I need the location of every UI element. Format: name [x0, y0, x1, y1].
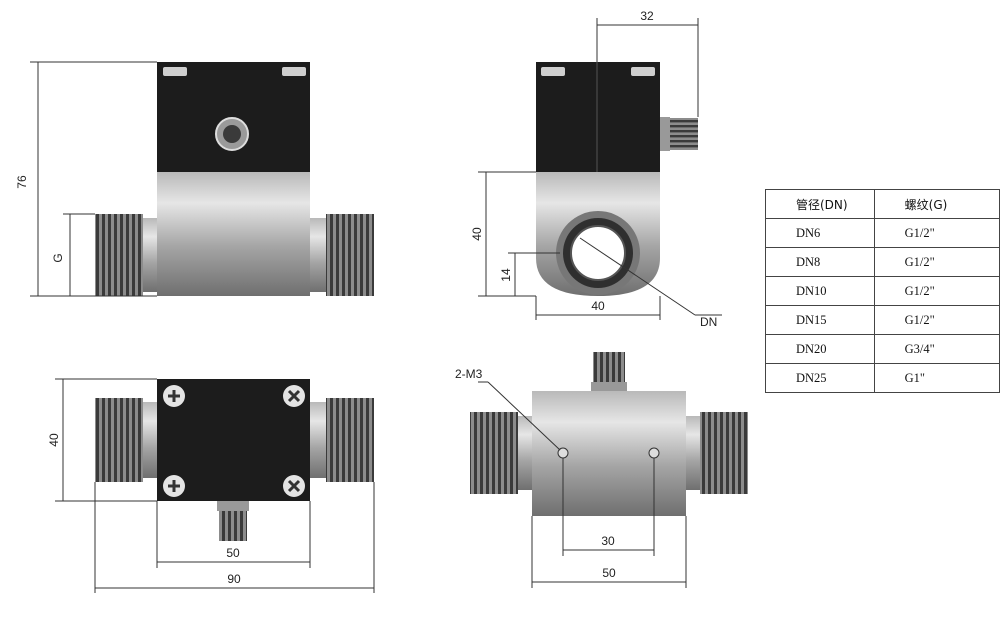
spec-cell-thread: G1/2" [873, 276, 1000, 306]
table-row: DN25 G1" [765, 363, 1000, 393]
side-screw-head-left [541, 67, 565, 76]
bottom-connector-thread [593, 352, 625, 382]
side-screw-head-right [631, 67, 655, 76]
phillips-screw-icon [163, 475, 185, 497]
phillips-screw-icon [283, 385, 305, 407]
bottom-hole-spacing-label: 30 [601, 534, 615, 548]
top-dimensions [55, 378, 375, 593]
spec-cell-thread: G1/2" [873, 218, 1000, 248]
table-row: DN15 G1/2" [765, 305, 1000, 335]
front-height-label: 76 [15, 175, 29, 189]
front-view [95, 62, 374, 296]
side-connector-base [660, 117, 670, 151]
side-housing [536, 62, 660, 172]
table-row: DN6 G1/2" [765, 218, 1000, 248]
spec-cell-dn: DN15 [765, 305, 875, 335]
side-center-label: 14 [499, 268, 513, 282]
connector-pins-icon [223, 125, 241, 143]
bottom-holes-label: 2-M3 [455, 367, 483, 381]
bottom-connector-base [591, 382, 627, 391]
bottom-right-thread [700, 412, 748, 494]
bottom-body [532, 391, 686, 516]
front-right-thread [326, 214, 374, 296]
front-screw-head-left [163, 67, 187, 76]
spec-cell-dn: DN6 [765, 218, 875, 248]
spec-header-diameter: 管径(DN) [765, 189, 875, 219]
spec-cell-thread: G1/2" [873, 247, 1000, 277]
top-left-neck [143, 402, 159, 478]
bottom-body-label: 50 [602, 566, 616, 580]
spec-cell-thread: G3/4" [873, 334, 1000, 364]
spec-cell-thread: G1" [873, 363, 1000, 393]
table-row: DN10 G1/2" [765, 276, 1000, 306]
side-view [536, 62, 698, 296]
top-body-label: 50 [226, 546, 240, 560]
bottom-left-thread [470, 412, 518, 494]
top-connector-thread [219, 511, 247, 541]
spec-table-header-row: 管径(DN) 螺纹(G) [765, 189, 1000, 219]
top-view [95, 379, 374, 541]
side-height-label: 40 [470, 227, 484, 241]
spec-cell-thread: G1/2" [873, 305, 1000, 335]
spec-header-thread: 螺纹(G) [873, 189, 1000, 219]
table-row: DN20 G3/4" [765, 334, 1000, 364]
front-left-neck [143, 218, 159, 292]
bottom-left-neck [518, 416, 532, 490]
spec-table: 管径(DN) 螺纹(G) DN6 G1/2" DN8 G1/2" DN10 G1… [765, 189, 1000, 393]
top-right-neck [310, 402, 326, 478]
spec-cell-dn: DN8 [765, 247, 875, 277]
side-port-bore [570, 225, 626, 281]
side-connector-thread [670, 118, 698, 150]
side-width-top-label: 32 [640, 9, 654, 23]
front-dimensions [30, 61, 157, 297]
phillips-screw-icon [283, 475, 305, 497]
side-dn-label: DN [700, 315, 717, 329]
table-row: DN8 G1/2" [765, 247, 1000, 277]
front-left-thread [95, 214, 143, 296]
top-left-thread [95, 398, 143, 482]
mounting-hole-icon [648, 447, 660, 459]
side-width-label: 40 [591, 299, 605, 313]
bottom-dimensions [478, 381, 687, 588]
bottom-view [470, 352, 748, 516]
front-housing [157, 62, 310, 172]
top-height-label: 40 [47, 433, 61, 447]
side-dimensions [478, 18, 722, 320]
spec-cell-dn: DN20 [765, 334, 875, 364]
front-right-neck [310, 218, 326, 292]
spec-cell-dn: DN10 [765, 276, 875, 306]
front-body [157, 172, 310, 296]
front-thread-label: G [51, 253, 65, 262]
bottom-right-neck [686, 416, 700, 490]
spec-cell-dn: DN25 [765, 363, 875, 393]
top-right-thread [326, 398, 374, 482]
phillips-screw-icon [163, 385, 185, 407]
top-connector-base [217, 501, 249, 511]
top-total-label: 90 [227, 572, 241, 586]
front-screw-head-right [282, 67, 306, 76]
